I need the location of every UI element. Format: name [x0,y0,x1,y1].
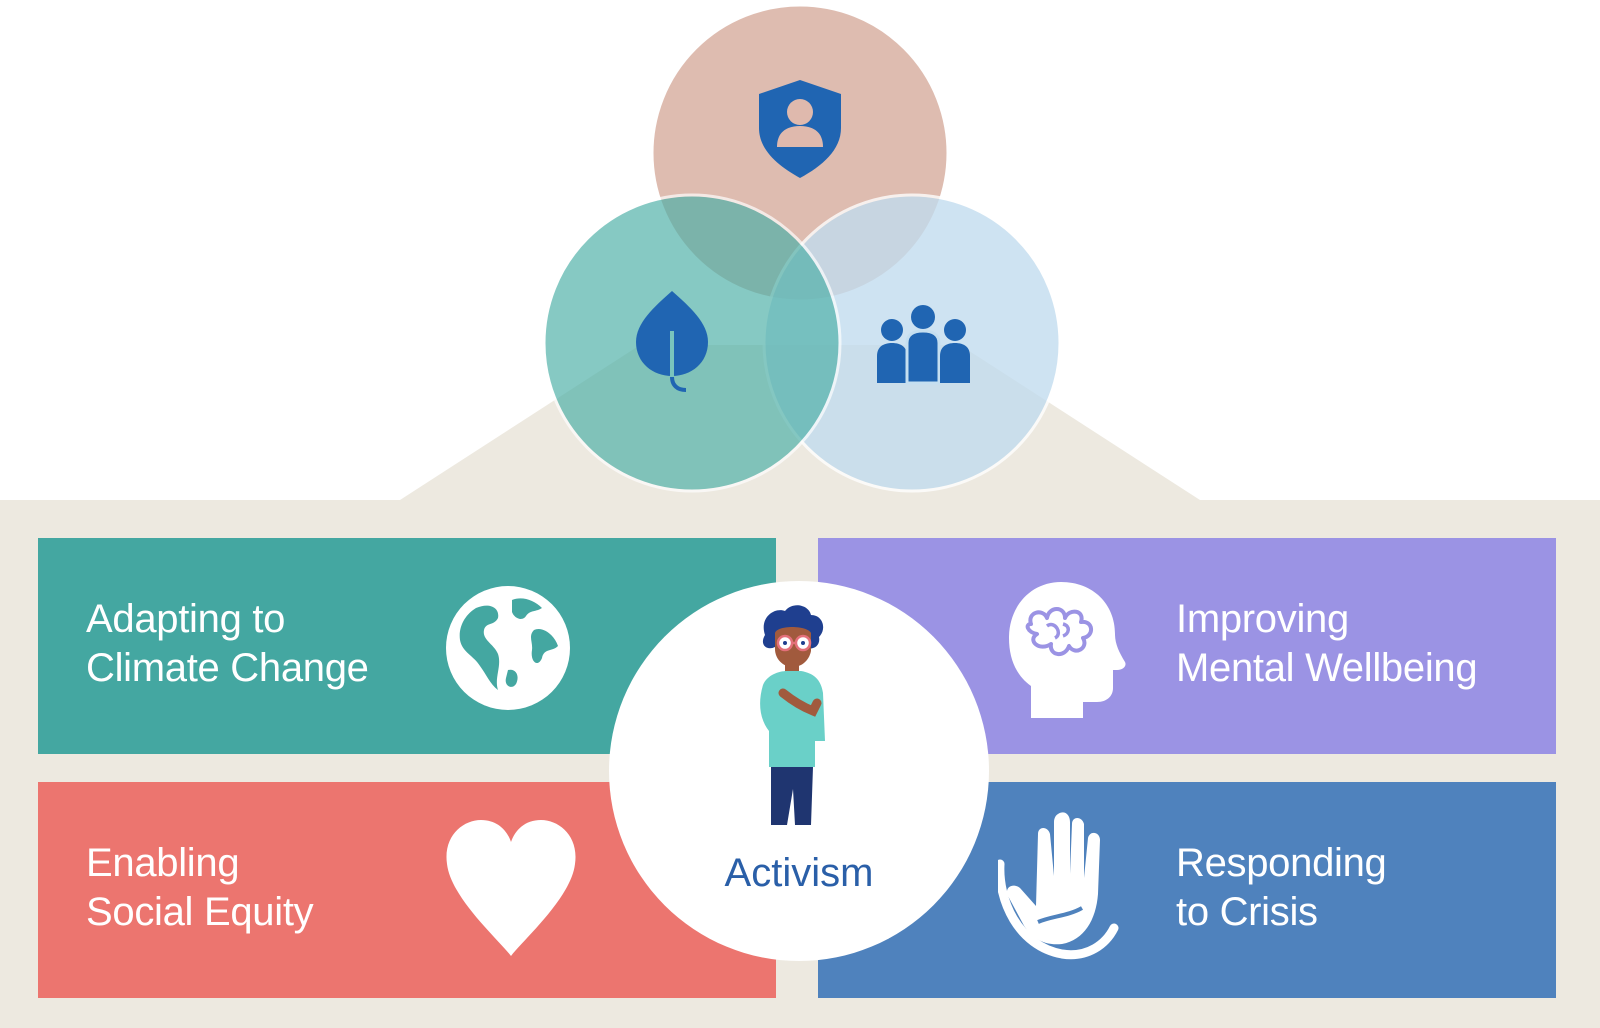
hub-label: Activism [724,851,874,895]
heart-icon [446,820,576,956]
tile-label: Adapting to Climate Change [86,597,369,690]
tile-label: Improving Mental Wellbeing [1176,597,1478,690]
activist-person-illustration [760,605,825,825]
helping-hand-icon [998,812,1119,960]
leaf-icon [636,291,708,392]
group-icon [877,305,970,385]
activism-hub: Activism [609,581,989,961]
tile-label: Responding to Crisis [1176,841,1387,934]
globe-icon [446,586,570,710]
venn-diagram [542,3,1062,493]
tile-label: Enabling Social Equity [86,841,314,934]
head-brain-icon [1009,582,1126,718]
shield-person-icon [759,80,841,178]
